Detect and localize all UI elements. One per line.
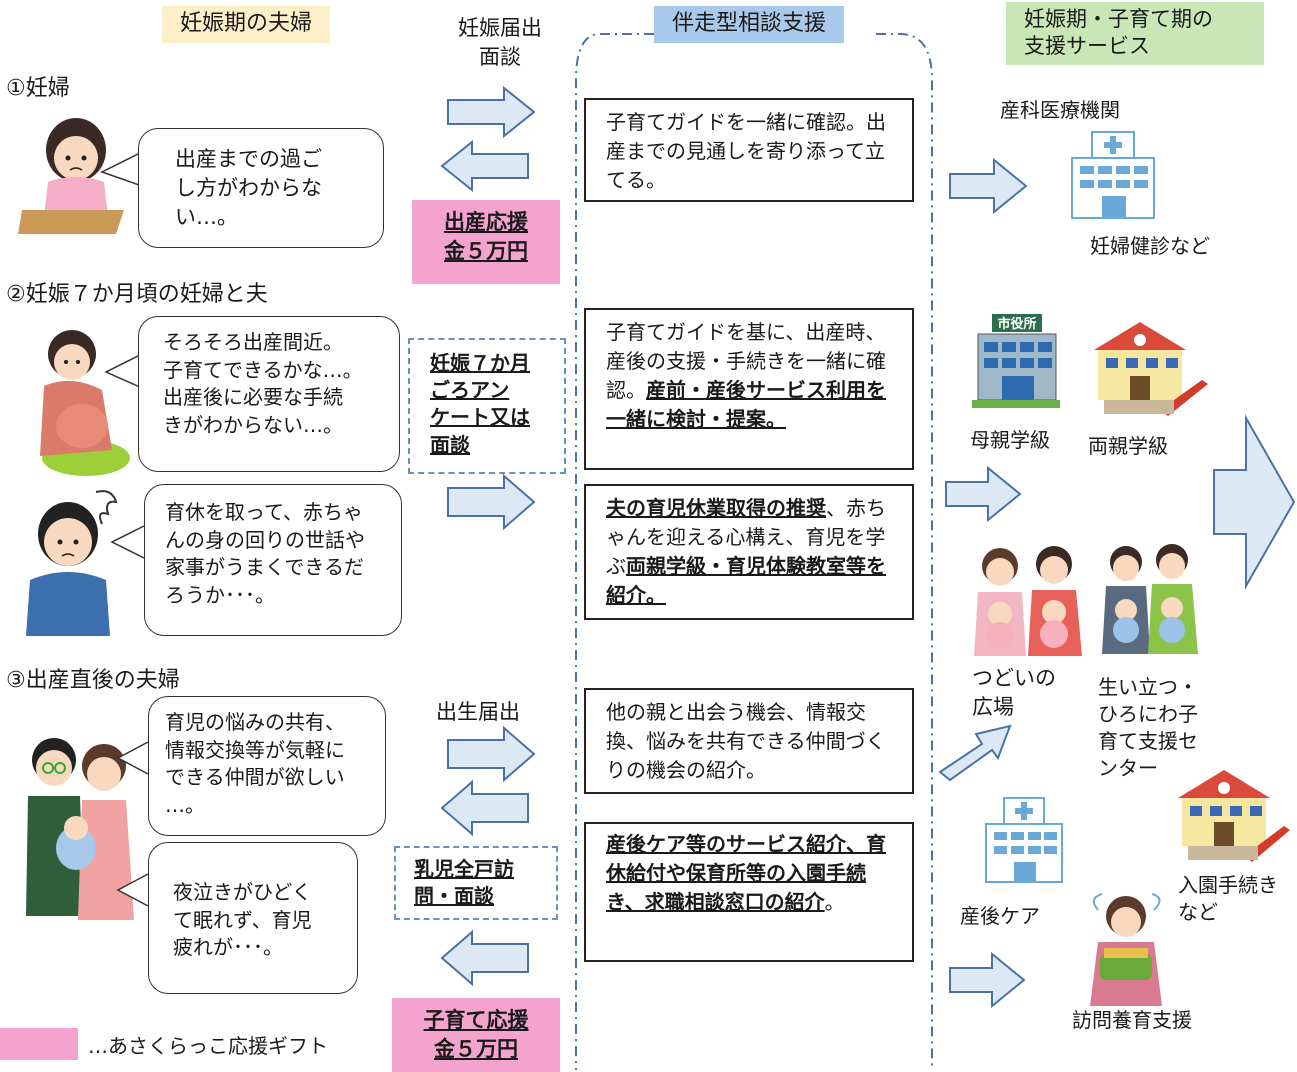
center-label: 生い立つ・ ひろにわ子 育て支援セ ンター [1098,675,1198,780]
box3-text: 、赤ちゃんを迎える心構え、育児を学ぶ [606,496,886,578]
bubble-tail [100,151,143,187]
header-services: 妊娠期・子育て期の 支援サービス [1006,2,1264,65]
couple-with-baby-illustration [26,738,134,920]
legend-swatch [0,1028,78,1060]
section-postbirth: ③出産直後の夫婦 [6,668,180,693]
checkup-label: 妊婦健診など [1090,234,1210,258]
arrow-left [440,929,529,987]
box5-text: 。 [824,890,845,914]
obstetric-label: 産科医療機関 [1000,98,1120,122]
arrow-right [447,725,536,783]
postnatal-label: 産後ケア [960,904,1040,928]
support-box-services: 産後ケア等のサービス紹介、育休給付や保育所等の入園手続き、求職相談窓口の紹介。 [584,822,914,962]
arrow-right [949,157,1028,215]
bubble-want-peers: 育児の悩みの共有、 情報交換等が気軽に できる仲間が欲しい …。 [148,696,386,836]
mother-class-label: 母親学級 [970,428,1050,452]
hospital-icon [1071,131,1155,219]
header-support: 伴走型相談支援 [654,6,845,43]
legend-text: …あさくらっこ応援ギフト [88,1034,328,1058]
mothers-with-babies-illustration [974,546,1082,656]
arrow-diagonal [938,724,1012,782]
bubble-tail [104,353,143,389]
support-box-guide: 子育てガイドを一緒に確認。出産までの見通しを寄り添って立てる。 [584,98,914,202]
box5-highlight: 産後ケア等のサービス紹介、育休給付や保育所等の入園手続き、求職相談窓口の紹介 [606,832,886,914]
arrow-right [949,951,1026,1009]
support-box-paternity: 夫の育児休業取得の推奨、赤ちゃんを迎える心構え、育児を学ぶ両親学級・育児体験教室… [584,484,914,620]
home-helper-illustration [1090,893,1162,1006]
enrollment-label: 入園手続き など [1178,873,1278,924]
parents-class-label: 両親学級 [1088,434,1168,458]
bubble-pregnant-worry: 出産までの過ご し方がわからな い…。 [138,128,384,248]
survey-interview-box: 妊娠７か月 ごろアン ケート又は 面談 [408,338,566,474]
birth-support-grant: 出産応援 金５万円 [412,200,560,284]
hospital-icon [985,797,1063,883]
childcare-support-grant: 子育て応援 金５万円 [392,998,560,1072]
bubble-night-crying: 夜泣きがひどく て眠れず、育児 疲れが･･･。 [148,842,358,994]
home-visit-support-label: 訪問養育支援 [1072,1008,1192,1032]
fathers-with-babies-illustration [1102,544,1198,654]
bubble-tail [116,741,149,775]
city-hall-sign: 市役所 [997,316,1036,332]
pregnancy-notice-label: 妊娠届出 面談 [458,16,542,70]
kindergarten-icon [1094,322,1208,416]
arrow-left [440,139,529,193]
box3-highlight-2: 両親学級・育児体験教室等を紹介。 [606,554,886,607]
arrow-right [945,465,1022,523]
home-visit-box: 乳児全戸訪 問・面談 [394,846,558,920]
bubble-husband-worry: 育休を取って、赤ちゃ んの身の回りの世話や 家事がうまくできるだ ろうか･･･。 [144,484,402,636]
worried-man-illustration [26,490,118,636]
birth-notice-label: 出生届出 [436,700,520,724]
section-pregnant: ①妊婦 [6,76,70,101]
arrow-large-right [1213,414,1296,590]
bubble-tail [116,873,149,907]
section-7-month: ②妊娠７か月頃の妊婦と夫 [6,282,268,307]
arrow-right [447,85,536,139]
nursery-school-icon [1178,770,1290,862]
box3-highlight-1: 夫の育児休業取得の推奨 [606,496,826,520]
bubble-near-delivery: そろそろ出産間近。 子育てできるかな…。 出産後に必要な手続 きがわからない…。 [138,316,400,472]
box2-highlight: 産前・産後サービス利用を一緒に検討・提案。 [606,378,886,431]
bubble-tail [110,525,145,559]
header-couple: 妊娠期の夫婦 [162,6,331,43]
arrow-right [447,473,536,531]
box2-text: 子育てガイドを基に、出産時、産後の支援・手続きを一緒に確認。 [606,320,886,402]
support-box-birth-plan: 子育てガイドを基に、出産時、産後の支援・手続きを一緒に確認。産前・産後サービス利… [584,308,914,470]
arrow-left [440,779,529,837]
support-box-peers: 他の親と出会う機会、情報交換、悩みを共有できる仲間づくりの機会の紹介。 [584,688,914,794]
city-hall-icon: 市役所 [972,314,1060,408]
pregnant-woman-illustration [40,330,130,476]
plaza-label: つどいの 広場 [972,666,1056,720]
support-band [575,33,933,1070]
worried-woman-illustration [18,118,124,234]
